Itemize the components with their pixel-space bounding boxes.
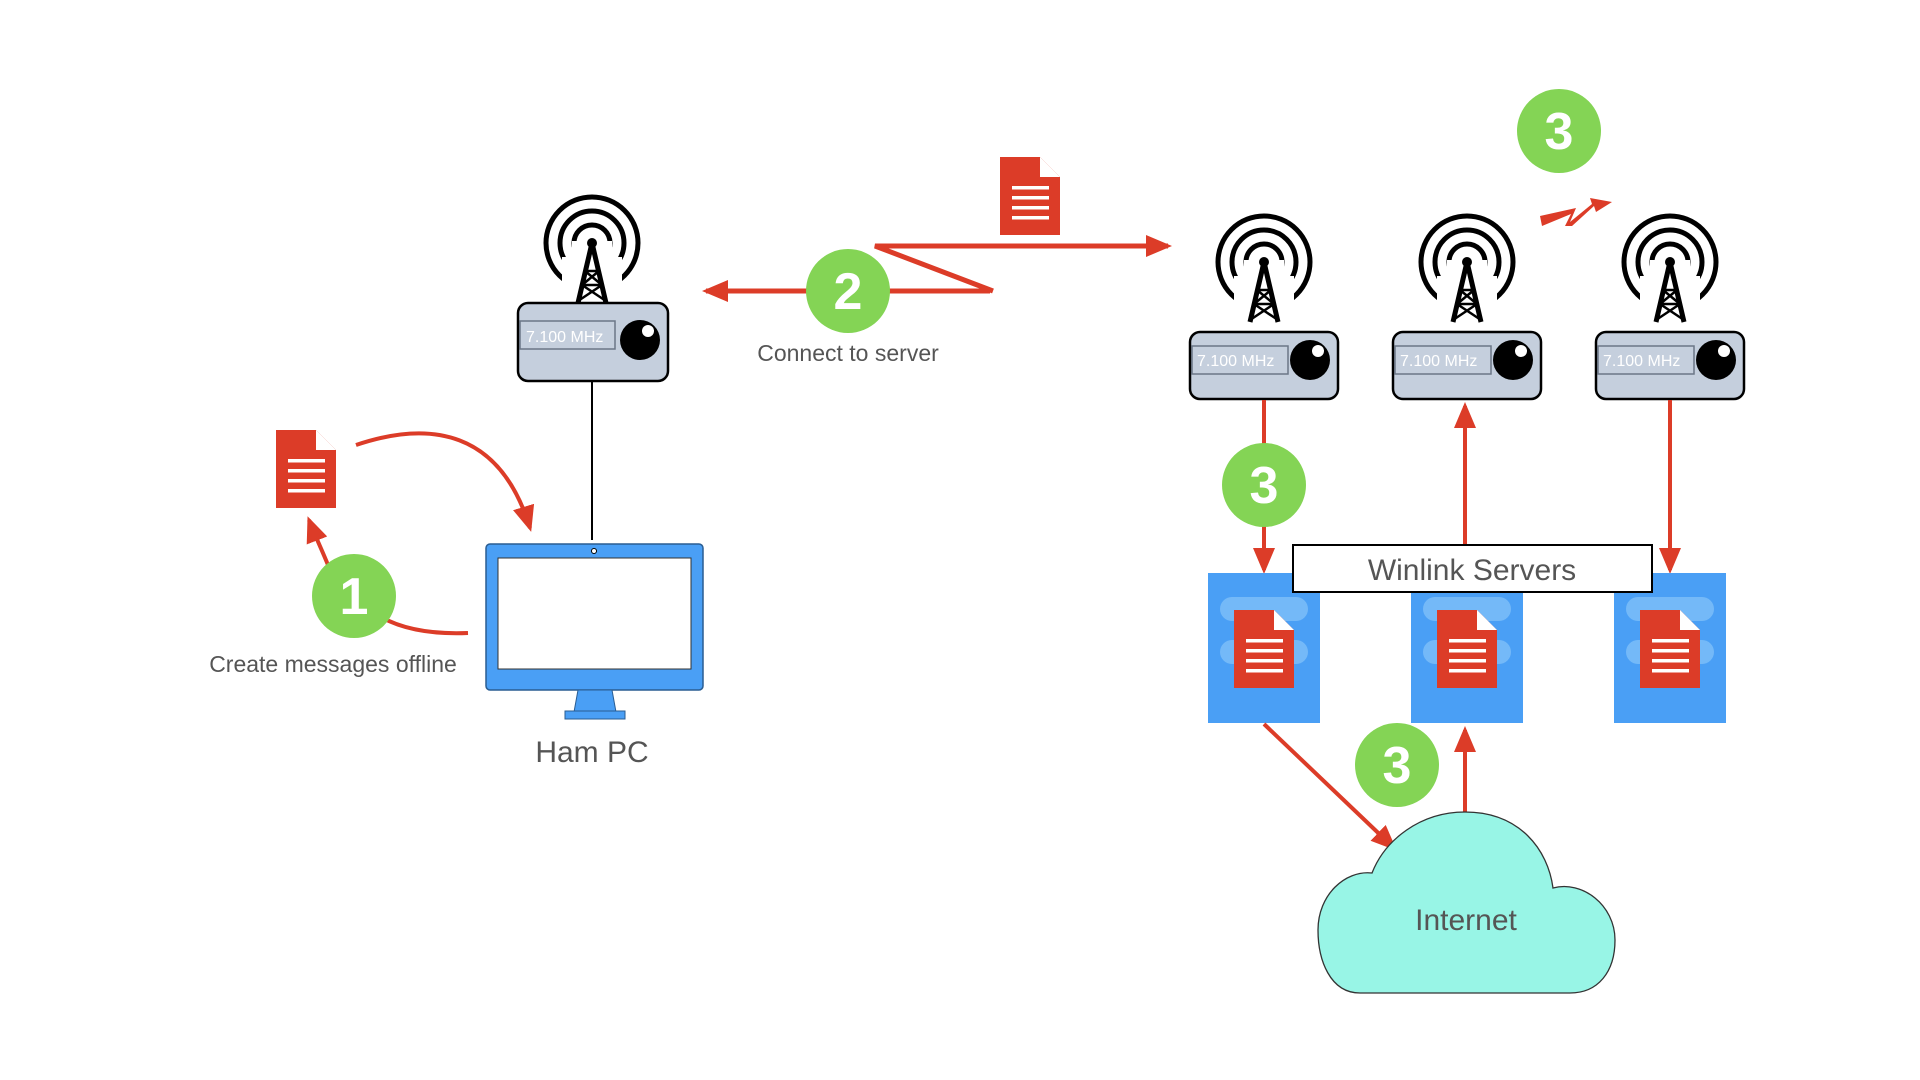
radio-tower-icon <box>1421 216 1513 326</box>
radio-link-arrow <box>874 235 1172 294</box>
server1-to-internet-arrow <box>1262 722 1397 851</box>
step-1-badge: 1 <box>312 554 396 638</box>
winlink-server-1 <box>1208 573 1320 723</box>
message-document-icon <box>1234 610 1294 688</box>
step-2-caption: Connect to server <box>757 340 939 366</box>
frequency-label: 7.100 MHz <box>526 329 603 346</box>
frequency-label: 7.100 MHz <box>1400 353 1477 370</box>
winlink-servers-label: Winlink Servers <box>1368 554 1576 587</box>
server-radio-2: 7.100 MHz <box>1391 216 1543 401</box>
radio-tower-icon <box>1218 216 1310 326</box>
server-radio-1: 7.100 MHz <box>1188 216 1340 401</box>
cloud-icon <box>1317 811 1616 994</box>
winlink-server-2 <box>1411 573 1523 723</box>
svg-text:2: 2 <box>834 263 863 321</box>
message-document-icon <box>1640 610 1700 688</box>
radio-tower-icon <box>1624 216 1716 326</box>
ham-pc: Ham PC <box>485 543 704 769</box>
frequency-label: 7.100 MHz <box>1603 353 1680 370</box>
doc-to-pc-arrow <box>355 431 535 532</box>
svg-text:3: 3 <box>1545 103 1574 161</box>
step-1-caption: Create messages offline <box>209 651 457 677</box>
step-3-badge-bottom: 3 <box>1355 723 1439 807</box>
message-document-icon <box>1437 610 1497 688</box>
ham-radio-station: 7.100 MHz <box>516 197 670 383</box>
tuning-knob <box>620 320 660 360</box>
monitor-screen <box>497 557 692 670</box>
winlink-servers-label-box: Winlink Servers <box>1292 544 1653 593</box>
transmitted-document-icon <box>1000 157 1060 235</box>
lightning-icon <box>1540 198 1612 226</box>
svg-text:3: 3 <box>1383 737 1412 795</box>
step-2-badge: 2 <box>806 249 890 333</box>
frequency-display <box>519 320 616 350</box>
step-3-badge-top: 3 <box>1517 89 1601 173</box>
ham-pc-label: Ham PC <box>535 736 648 769</box>
radio-tower-icon <box>546 197 638 307</box>
server-radio-3: 7.100 MHz <box>1594 216 1746 401</box>
badge-to-doc-arrow <box>306 516 330 566</box>
svg-text:3: 3 <box>1250 457 1279 515</box>
step-3-badge-mid: 3 <box>1222 443 1306 527</box>
internet-cloud: Internet <box>1317 811 1616 994</box>
frequency-label: 7.100 MHz <box>1197 353 1274 370</box>
svg-text:1: 1 <box>340 568 369 626</box>
message-document-icon <box>276 430 336 508</box>
winlink-server-3 <box>1614 573 1726 723</box>
internet-label: Internet <box>1415 904 1517 937</box>
